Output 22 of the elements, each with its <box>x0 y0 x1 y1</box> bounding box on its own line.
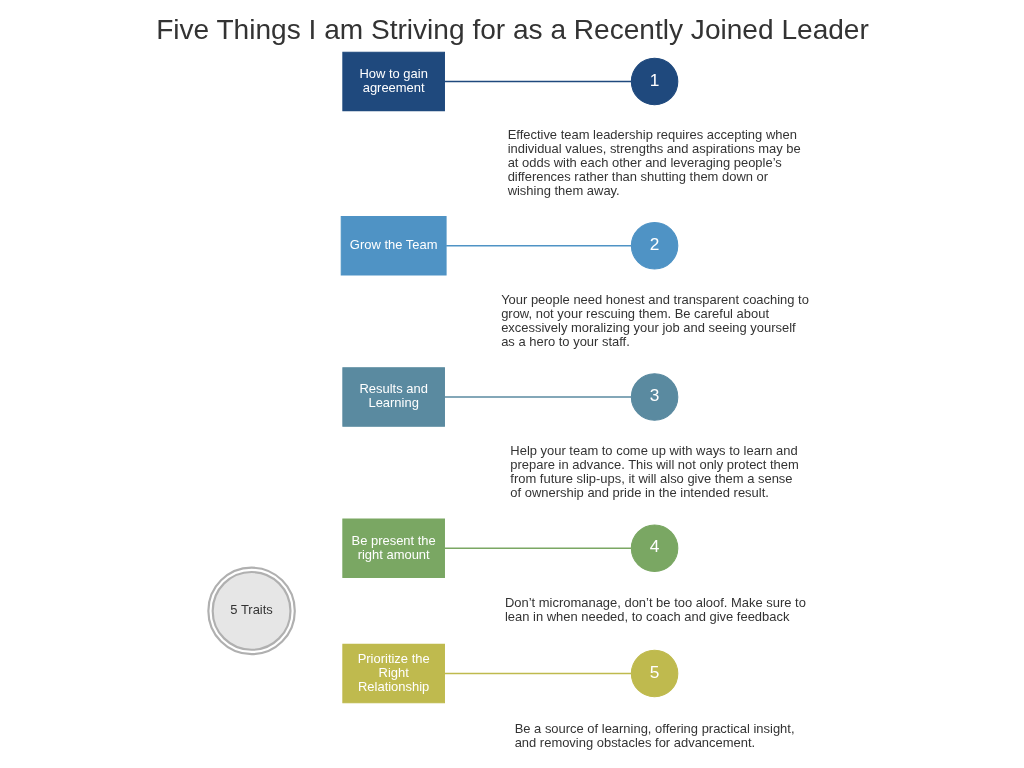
node-circle: 5 <box>630 649 678 698</box>
node-label: Your people need honest and transparent coaching to grow, not your rescuing them. Be careful about excessively moralizing your job and seeing yourself as a hero to your staff. <box>500 291 809 349</box>
diagram-title: Five Things I am Striving for as a Recently Joined Leader <box>155 14 869 46</box>
node-box: Prioritize the Right Relationship <box>341 643 445 704</box>
node-box: Grow the Team <box>340 216 447 276</box>
node-circle: 2 <box>630 221 678 270</box>
node-label: Don’t micromanage, don’t be too aloof. Make sure to lean in when needed, to coach and give feedback <box>504 595 806 625</box>
node-circle: 4 <box>630 524 678 572</box>
connector <box>444 244 632 247</box>
connector <box>443 672 632 675</box>
node-circle: 5 Traits <box>206 566 296 656</box>
node-label: Effective team leadership requires accepting when individual values, strengths and aspirations may be at odds with each other and leveraging people’s differences rather than shutting them down or wishing them away. <box>507 126 801 199</box>
node-box: Results and Learning <box>341 367 445 427</box>
node-box: Be present the right amount <box>341 518 445 578</box>
node-label: Be a source of learning, offering practical insight, and removing obstacles for advancement. <box>514 720 795 750</box>
node-circle: 1 <box>630 57 678 106</box>
node-circle: 3 <box>630 373 678 421</box>
connector <box>443 80 632 83</box>
connector <box>443 396 632 398</box>
node-label: Help your team to come up with ways to learn and prepare in advance. This will not only protect them from future slip-ups, it will also give them a sense of ownership and pride in the intended result. <box>509 442 799 501</box>
connector <box>443 547 632 550</box>
node-box: How to gain agreement <box>341 51 445 112</box>
